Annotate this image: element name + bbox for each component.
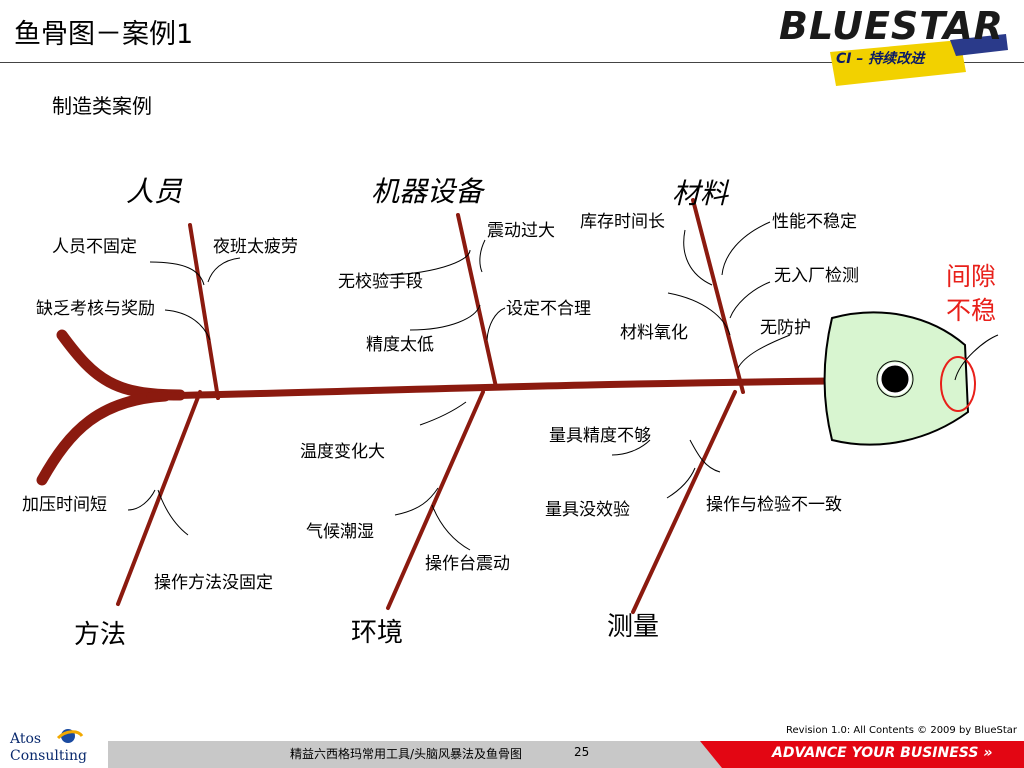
connector-people-1 [149, 261, 205, 286]
cause-machine-4: 精度太低 [366, 335, 434, 355]
cause-measurement-2: 量具没效验 [545, 500, 630, 520]
connector-machine-4 [409, 304, 481, 331]
cause-material-5: 无防护 [760, 318, 811, 338]
connector-material-3 [729, 281, 771, 319]
connector-env-1 [419, 401, 467, 426]
bone-measurement [631, 390, 737, 614]
cause-method-1: 加压时间短 [22, 495, 107, 515]
connector-machine-3 [486, 307, 506, 341]
connector-env-2 [394, 487, 439, 516]
logo-brand-text: BLUESTAR [779, 4, 1004, 48]
slide-title: 鱼骨图－案例1 [14, 19, 194, 50]
effect-label-line2: 不稳 [946, 296, 997, 325]
connector-people-2 [207, 257, 241, 283]
partner-name-line1: Atos [10, 731, 42, 747]
footer-page-number: 25 [574, 745, 590, 759]
bone-method [116, 390, 202, 606]
revision-note: Revision 1.0: All Contents © 2009 by Blu… [786, 725, 1018, 736]
connector-method-2 [157, 489, 189, 536]
cause-machine-2: 无校验手段 [338, 272, 423, 292]
connector-people-3 [164, 309, 211, 341]
cause-machine-1: 震动过大 [487, 221, 555, 241]
slide-subtitle: 制造类案例 [52, 94, 152, 118]
bluestar-logo [830, 34, 1008, 86]
connector-machine-2 [379, 249, 471, 276]
logo-badge-accent [950, 34, 1008, 56]
cause-environment-3: 操作台震动 [425, 554, 510, 574]
connector-meas-3 [611, 439, 651, 456]
connector-material-2 [721, 221, 771, 276]
cause-people-3: 缺乏考核与奖励 [36, 299, 155, 319]
connector-meas-1 [689, 439, 721, 473]
cause-method-2: 操作方法没固定 [154, 573, 273, 593]
footer-course-title: 精益六西格玛常用工具/头脑风暴法及鱼骨图 [290, 747, 523, 761]
connector-meas-2 [666, 467, 696, 499]
effect-label-line1: 间隙 [946, 262, 997, 291]
category-measurement: 测量 [607, 612, 660, 642]
fish-spine [146, 377, 834, 400]
cause-material-4: 材料氧化 [620, 323, 688, 343]
atos-consulting-logo [56, 729, 84, 743]
effect-label: 间隙 不稳 [946, 260, 1016, 328]
partner-name-line2: Consulting [10, 748, 87, 764]
effect-leader-line [954, 334, 999, 381]
connector-material-1 [683, 229, 713, 286]
category-material: 材料 [672, 177, 729, 210]
category-people: 人员 [126, 175, 183, 208]
logo-badge-shape [830, 40, 966, 86]
fish-tail-upper [56, 329, 186, 401]
bone-material [691, 198, 745, 394]
bone-people [188, 223, 220, 400]
cause-environment-2: 气候潮湿 [306, 522, 374, 542]
footer-slogan: ADVANCE YOUR BUSINESS » [772, 745, 993, 761]
category-environment: 环境 [351, 618, 404, 648]
cause-people-2: 夜班太疲劳 [213, 237, 298, 257]
logo-badge-text: CI – 持续改进 [836, 51, 925, 67]
connector-machine-1 [479, 239, 486, 273]
cause-material-2: 性能不稳定 [772, 212, 857, 232]
connector-material-4 [667, 292, 731, 336]
connector-method-1 [127, 489, 156, 511]
cause-machine-3: 设定不合理 [506, 299, 591, 319]
footer-bar [108, 741, 788, 768]
bone-machine [456, 213, 498, 389]
cause-measurement-1: 量具精度不够 [549, 426, 651, 446]
cause-material-1: 库存时间长 [580, 212, 665, 232]
fish-eye-ring [876, 360, 914, 398]
effect-highlight-oval [940, 356, 976, 412]
category-method: 方法 [74, 620, 127, 650]
connector-material-5 [737, 334, 791, 369]
fish-tail-lower [36, 390, 171, 486]
bone-environment [386, 390, 485, 610]
cause-material-3: 无入厂检测 [774, 266, 859, 286]
title-divider [0, 62, 1024, 63]
cause-environment-1: 温度变化大 [300, 442, 385, 462]
category-machine: 机器设备 [371, 175, 484, 208]
footer-slogan-banner [700, 741, 1024, 768]
cause-measurement-3: 操作与检验不一致 [706, 495, 842, 515]
connector-env-3 [431, 504, 471, 551]
cause-people-1: 人员不固定 [52, 237, 137, 257]
fish-eye [878, 362, 912, 396]
